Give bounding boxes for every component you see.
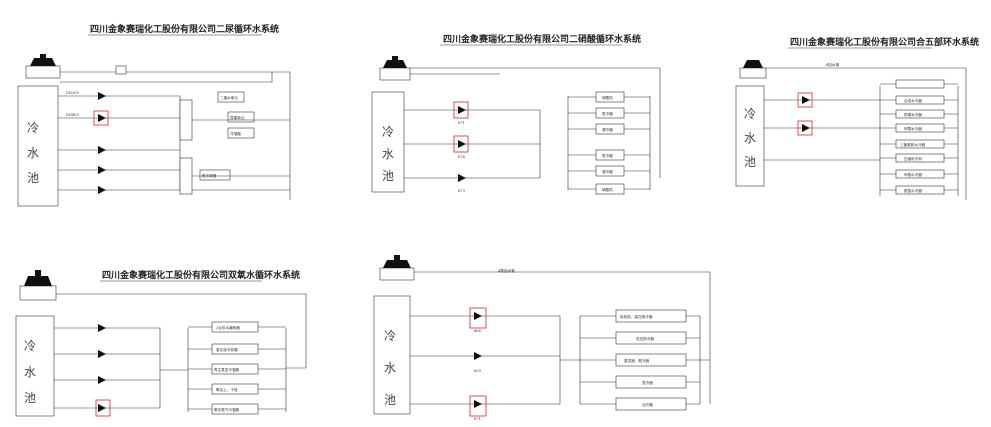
pool-char: 水 <box>744 131 756 145</box>
cooling-tower-icon <box>739 60 767 79</box>
diagram-2-title: 四川金象赛瑞化工股份有限公司二硝酸循环水系统 <box>443 33 641 45</box>
diagram-4-title: 四川金象赛瑞化工股份有限公司双氧水循环水系统 <box>102 269 300 281</box>
unit-boxes: 硝酸机 表冷器 漏冷器 表冷器 漏冷器 硝酸机 <box>568 91 650 195</box>
cooling-pool <box>15 315 55 417</box>
highlight-box <box>469 395 487 417</box>
highlight-box <box>797 92 813 108</box>
highlight-box <box>453 101 469 119</box>
unit-label: 三聚氰胺水冷器 <box>900 142 926 147</box>
highlight-box <box>95 399 111 417</box>
highlight-box <box>797 120 813 136</box>
unit-label: 尿素单元 <box>230 115 245 120</box>
unit-label: 二循水单元 <box>220 95 238 100</box>
pool-char: 池 <box>24 391 36 405</box>
unit-label: 冷凝器 <box>230 131 241 136</box>
unit-boxes: 合成水冷器 尿素水冷器 甲醇水冷器 三聚氰胺水冷器 压缩机冷却 甲胺水冷器 脱氢… <box>880 79 958 195</box>
diagram-1-title: 四川金象赛瑞化工股份有限公司二尿循环水系统 <box>90 23 279 35</box>
cooling-pool <box>735 85 765 187</box>
cooling-tower-icon <box>379 56 411 81</box>
unit-label: 油冷器 <box>642 402 653 407</box>
unit-label: 甲胺水冷器 <box>904 172 922 177</box>
pump-label: 873 <box>458 189 466 193</box>
unit-label: 氨冷凝器 <box>202 173 217 178</box>
pool-char: 池 <box>382 169 394 183</box>
cooling-tower-icon <box>379 255 415 281</box>
unit-label: 氧化尾气冷凝器 <box>214 407 240 412</box>
unit-label: 脱氢水冷器 <box>904 188 922 193</box>
pump-label: 871 <box>474 417 481 421</box>
pool-char: 冷 <box>27 121 39 135</box>
unit-label: 氢化液冷却器 <box>216 347 238 352</box>
pool-char: 冷 <box>382 125 394 139</box>
cooling-pool <box>371 91 405 193</box>
unit-label: 2台供水膜换器 <box>216 325 240 330</box>
unit-label: 蒸发器、氨冷器 <box>624 358 650 363</box>
pool-char: 水 <box>27 146 39 160</box>
unit-label: 表冷器 <box>602 111 613 116</box>
pool-char: 冷 <box>744 107 756 121</box>
pump-label: 866 <box>474 329 482 333</box>
highlight-box <box>453 135 469 153</box>
return-pipe-label: 4回水管 <box>826 62 839 67</box>
unit-label: 硝酸机 <box>602 187 613 192</box>
pump-rows <box>58 92 181 194</box>
pool-char: 冷 <box>384 329 396 343</box>
unit-label: 尿素水冷器 <box>904 112 922 117</box>
pool-char: 水 <box>24 365 36 379</box>
pool-char: 水 <box>382 147 394 161</box>
unit-label: 低压换冷器 <box>636 336 654 341</box>
pipe-label: DN300 <box>66 91 80 95</box>
unit-label: 表冷器 <box>642 380 653 385</box>
diagram-3-title: 四川金象赛瑞化工股份有限公司合五部环水系统 <box>790 36 979 48</box>
diagram-5: 4根回水管 冷 水 池 866 859 871 吸收塔、高压换冷器 低压换冷器 … <box>373 255 711 421</box>
diagram-1: 四川金象赛瑞化工股份有限公司二尿循环水系统 冷 水 池 <box>17 23 291 207</box>
unit-label: 合成水冷器 <box>904 98 922 103</box>
pool-char: 水 <box>384 361 396 375</box>
cooling-tower-icon <box>25 54 61 79</box>
unit-label: 压缩机冷却 <box>904 156 922 161</box>
cooling-tower-icon <box>19 270 57 301</box>
highlight-box <box>93 110 109 126</box>
diagram-2: 四川金象赛瑞化工股份有限公司二硝酸循环水系统 冷 水 池 871 876 873… <box>371 33 661 195</box>
pipe-label: DN400 <box>66 113 80 117</box>
unit-label: 再生蒸发冷凝器 <box>214 367 240 372</box>
unit-label: 硝酸机 <box>602 95 613 100</box>
unit-label: 漏冷器 <box>602 169 613 174</box>
pool-char: 池 <box>384 393 396 407</box>
unit-label: 甲醇水冷器 <box>904 126 922 131</box>
return-pipe-label: 4根回水管 <box>498 268 515 273</box>
pump-label: 876 <box>458 155 466 159</box>
pool-char: 池 <box>27 171 39 185</box>
highlight-box <box>469 307 487 329</box>
unit-label: 表冷器 <box>602 153 613 158</box>
pump-label: 859 <box>474 369 482 373</box>
pool-char: 冷 <box>24 339 36 353</box>
diagram-3: 四川金象赛瑞化工股份有限公司合五部环水系统 冷 水 池 4回水管 合成水冷器 尿… <box>735 36 979 200</box>
unit-label: 漏冷器 <box>602 127 613 132</box>
cooling-pool <box>17 85 59 207</box>
pump-label: 871 <box>458 121 465 125</box>
unit-label: 吸收塔、高压换冷器 <box>620 314 653 319</box>
unit-label: 氧化上、下塔 <box>216 387 238 392</box>
diagram-4: 四川金象赛瑞化工股份有限公司双氧水循环水系统 冷 水 池 2台供水膜换器 氢化液… <box>15 269 307 417</box>
pool-char: 池 <box>744 155 756 169</box>
cooling-pool <box>373 295 411 415</box>
unit-boxes: 2台供水膜换器 氢化液冷却器 再生蒸发冷凝器 氧化上、下塔 氧化尾气冷凝器 <box>188 321 286 415</box>
unit-boxes: 吸收塔、高压换冷器 低压换冷器 蒸发器、氨冷器 表冷器 油冷器 <box>580 309 700 411</box>
